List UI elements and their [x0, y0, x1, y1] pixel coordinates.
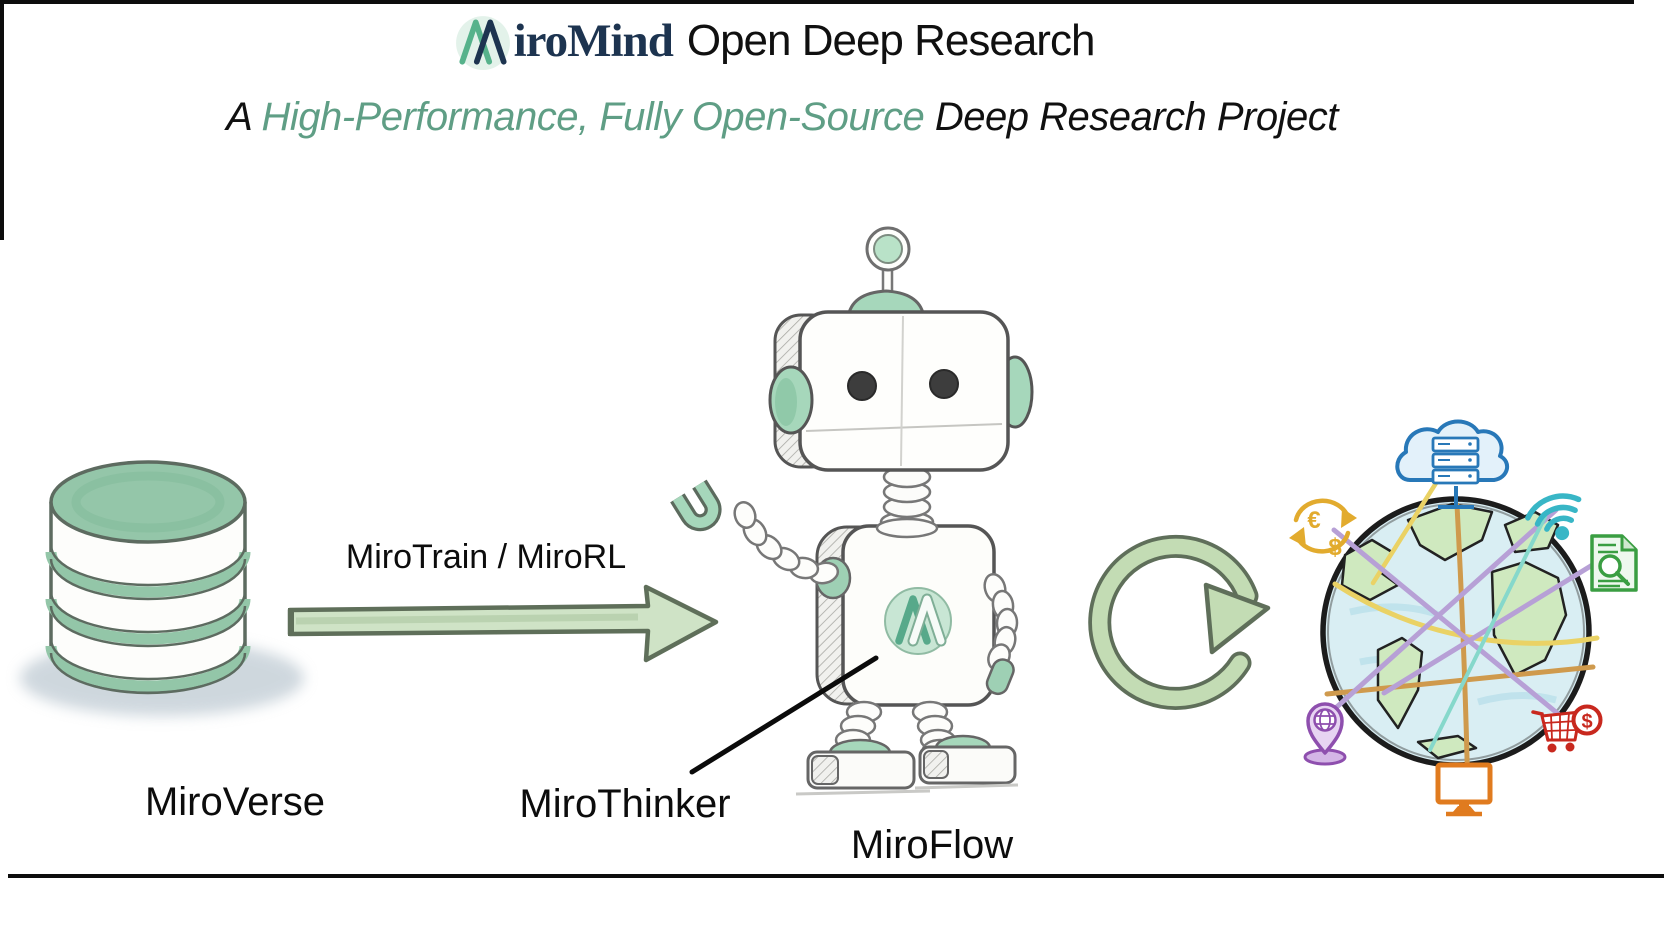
- train-arrow-texture: [295, 613, 639, 625]
- left-border: [0, 0, 4, 240]
- continent-greenland: [1406, 502, 1494, 562]
- database-illustration: [20, 460, 304, 716]
- bottom-border: [8, 874, 1664, 878]
- robot-left-ear: [768, 365, 814, 435]
- cycle-arrowhead: [1203, 582, 1271, 655]
- database-top: [49, 460, 247, 544]
- cart-dollar-glyph: $: [1581, 711, 1592, 733]
- title-text: Open Deep Research: [686, 16, 1096, 65]
- brand-name: iroMind: [513, 15, 674, 67]
- location-pin-icon: [1303, 702, 1347, 766]
- logo-lambda-navy: [473, 19, 507, 65]
- database-top-texture: [71, 471, 225, 533]
- database-rings: [45, 544, 251, 695]
- face-guide-line-h: [805, 423, 1003, 432]
- train-arrow: [287, 584, 719, 663]
- route-tan-horizontal: [1324, 664, 1596, 697]
- wifi-icon: [1525, 493, 1582, 541]
- robot-right-hand: [985, 658, 1015, 696]
- route-purple-2: [1331, 527, 1571, 725]
- foot-shadow-right: [914, 783, 1019, 790]
- euro-glyph: €: [1307, 507, 1320, 534]
- label-mirotrain: MiroTrain / MiroRL: [345, 538, 627, 576]
- logo-lambda-green: [459, 19, 492, 65]
- page-title: iroMind Open Deep Research: [0, 12, 1548, 70]
- currency-exchange-icon: € $: [1289, 498, 1357, 561]
- dollar-glyph: $: [1328, 534, 1342, 561]
- shopping-cart-icon: $: [1531, 704, 1603, 753]
- robot-hand-u: [670, 479, 722, 532]
- robot-collar: [875, 517, 939, 539]
- route-yellow-short: [1370, 469, 1446, 586]
- robot-left-eye: [847, 371, 877, 401]
- robot-feet: [795, 734, 1019, 796]
- mirothinker-pointer-line: [689, 655, 879, 775]
- label-mirothinker: MiroThinker: [519, 782, 731, 826]
- cycle-arrow: [1088, 534, 1271, 710]
- route-lines: [1324, 469, 1600, 805]
- train-arrow-shape: [287, 584, 719, 663]
- route-teal: [1428, 515, 1547, 752]
- route-tan-vertical: [1454, 502, 1471, 805]
- subtitle-suffix: Deep Research Project: [924, 95, 1339, 139]
- subtitle-highlight: High-Performance, Fully Open-Source: [261, 95, 925, 139]
- miromind-logo-icon: [455, 16, 510, 70]
- label-miroverse: MiroVerse: [144, 780, 326, 824]
- subtitle-prefix: A: [226, 95, 262, 139]
- top-border: [0, 0, 1634, 4]
- cloud-server-icon: [1395, 419, 1510, 509]
- robot-chest-logo: [884, 587, 952, 655]
- continent-north-america: [1340, 538, 1400, 602]
- foot-shadow-left: [795, 789, 931, 796]
- globe-illustration: € $: [1289, 419, 1638, 817]
- route-purple-1: [1326, 507, 1559, 717]
- monitor-icon: [1435, 762, 1493, 817]
- face-guide-line-v: [900, 315, 904, 467]
- robot-left-arm: [670, 479, 852, 600]
- robot-illustration: [670, 226, 1034, 796]
- robot-antenna: [865, 226, 911, 302]
- cycle-arc: [1092, 538, 1255, 707]
- robot-face: [798, 310, 1010, 472]
- robot-right-eye: [929, 369, 959, 399]
- page-subtitle: A High-Performance, Fully Open-Source De…: [0, 95, 1564, 140]
- document-search-icon: [1590, 534, 1638, 592]
- robot-right-arm: [983, 572, 1019, 696]
- label-miroflow: MiroFlow: [850, 823, 1014, 867]
